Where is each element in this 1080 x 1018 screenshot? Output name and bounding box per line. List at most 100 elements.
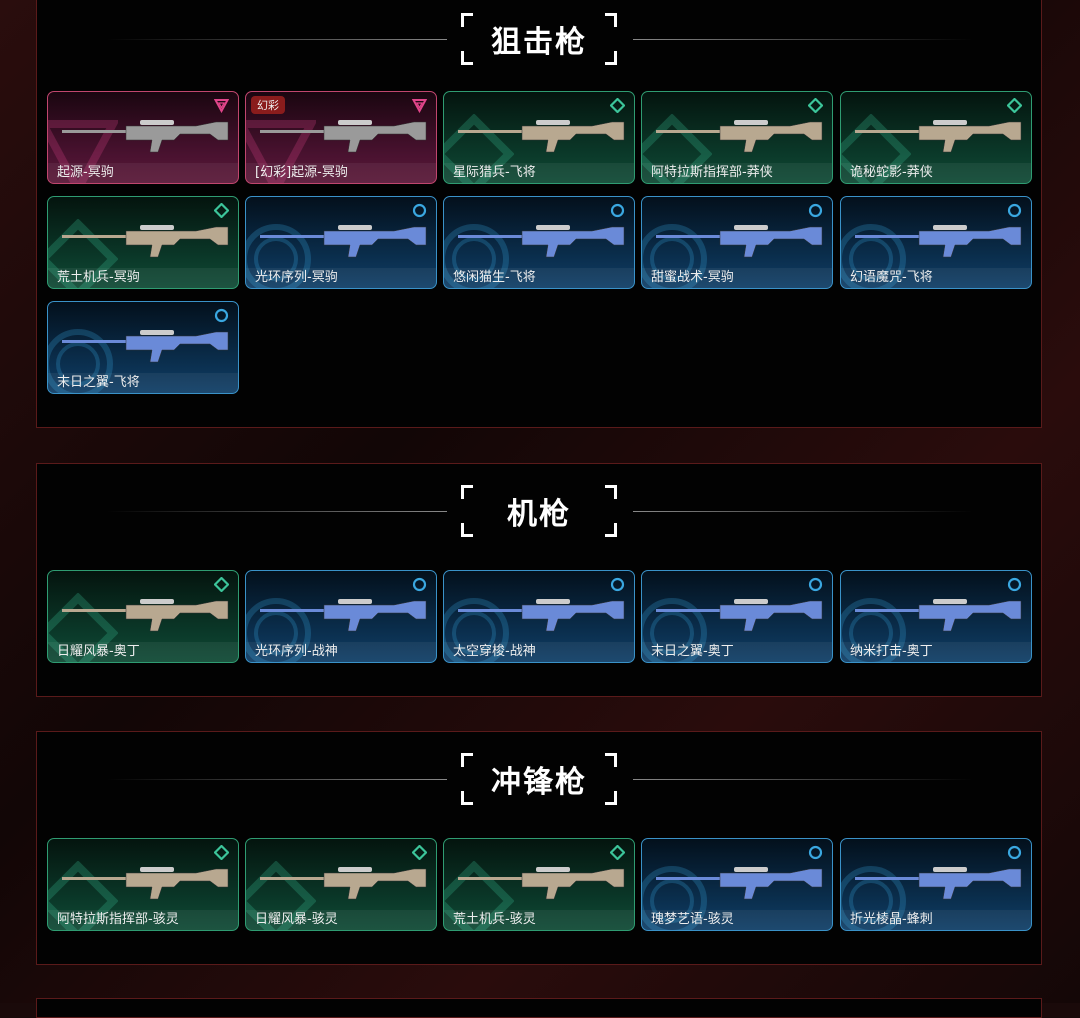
- skin-name: 起源-冥驹: [48, 163, 238, 183]
- weapon-image: [458, 867, 625, 900]
- weapon-image: [260, 120, 427, 153]
- rarity-watermark-icon: [444, 219, 514, 288]
- rarity-watermark-icon: [642, 861, 712, 930]
- rarity-watermark-icon: [444, 860, 515, 930]
- section-header: 狙击枪: [37, 9, 1041, 69]
- rarity-epic-icon: [609, 97, 626, 114]
- skin-card[interactable]: 折光棱晶-蜂刺: [840, 838, 1032, 931]
- rarity-rare-icon: [610, 203, 625, 218]
- rarity-rare-icon: [808, 203, 823, 218]
- section-title-text: 机枪: [507, 497, 571, 532]
- rarity-watermark-icon: [48, 218, 119, 288]
- skin-name: 星际猎兵-飞将: [444, 163, 634, 183]
- rarity-watermark-icon: [642, 219, 712, 288]
- section-header: 冲锋枪: [37, 749, 1041, 809]
- rarity-watermark-icon: [841, 219, 911, 288]
- rarity-watermark-icon: [48, 324, 118, 393]
- skin-card[interactable]: 星际猎兵-飞将: [443, 91, 635, 184]
- skin-name: 阿特拉斯指挥部-莽侠: [642, 163, 832, 183]
- skin-name: 末日之翼-奥丁: [642, 642, 832, 662]
- weapon-image: [855, 599, 1022, 632]
- weapon-image: [62, 867, 229, 900]
- divider: [633, 511, 973, 512]
- skin-name: 折光棱晶-蜂刺: [841, 910, 1031, 930]
- skin-card[interactable]: 末日之翼-飞将: [47, 301, 239, 394]
- skin-card[interactable]: 光环序列-冥驹: [245, 196, 437, 289]
- rarity-watermark-icon: [642, 593, 712, 662]
- skin-card[interactable]: 荒土机兵-冥驹: [47, 196, 239, 289]
- rarity-epic-icon: [609, 844, 626, 861]
- skin-name: 末日之翼-飞将: [48, 373, 238, 393]
- section-smg: 冲锋枪 阿特拉斯指挥部-骇灵 日耀风暴-骇灵: [36, 731, 1042, 965]
- weapon-image: [62, 225, 229, 258]
- rarity-watermark-icon: [48, 592, 119, 662]
- rarity-watermark-icon: [444, 593, 514, 662]
- rarity-rare-icon: [1007, 577, 1022, 592]
- rarity-epic-icon: [213, 844, 230, 861]
- skin-card[interactable]: 纳米打击-奥丁: [840, 570, 1032, 663]
- rarity-rare-icon: [412, 203, 427, 218]
- weapon-image: [656, 867, 823, 900]
- section-title-text: 冲锋枪: [491, 765, 587, 800]
- rarity-watermark-icon: [642, 113, 713, 183]
- rarity-epic-icon: [1006, 97, 1023, 114]
- skin-card[interactable]: 幻彩 [幻彩]起源-冥驹: [245, 91, 437, 184]
- rarity-rare-icon: [808, 577, 823, 592]
- section-next: [36, 998, 1042, 1018]
- skin-card[interactable]: 末日之翼-奥丁: [641, 570, 833, 663]
- section-title: 冲锋枪: [461, 749, 617, 809]
- skin-name: 甜蜜战术-冥驹: [642, 268, 832, 288]
- skin-card[interactable]: 甜蜜战术-冥驹: [641, 196, 833, 289]
- rarity-watermark-icon: [841, 861, 911, 930]
- skin-card[interactable]: 诡秘蛇影-莽侠: [840, 91, 1032, 184]
- prismatic-tag: 幻彩: [251, 96, 285, 114]
- section-title: 狙击枪: [461, 9, 617, 69]
- section-title: 机枪: [461, 481, 617, 541]
- weapon-image: [855, 120, 1022, 153]
- rarity-legend-icon: [213, 98, 230, 114]
- divider: [633, 779, 973, 780]
- skin-name: 纳米打击-奥丁: [841, 642, 1031, 662]
- section-sniper: 狙击枪 起源-冥驹 幻彩 [幻彩]起源-冥驹: [36, 0, 1042, 428]
- weapon-image: [260, 225, 427, 258]
- rarity-rare-icon: [214, 308, 229, 323]
- rarity-legend-icon: [411, 98, 428, 114]
- weapon-image: [62, 120, 229, 153]
- rarity-rare-icon: [1007, 203, 1022, 218]
- skin-card[interactable]: 太空穿梭-战神: [443, 570, 635, 663]
- skin-name: 荒土机兵-骇灵: [444, 910, 634, 930]
- skin-name: 荒土机兵-冥驹: [48, 268, 238, 288]
- skin-name: 太空穿梭-战神: [444, 642, 634, 662]
- weapon-image: [62, 330, 229, 363]
- weapon-image: [458, 599, 625, 632]
- weapon-image: [62, 599, 229, 632]
- skin-name: 日耀风暴-骇灵: [246, 910, 436, 930]
- skin-card[interactable]: 日耀风暴-奥丁: [47, 570, 239, 663]
- skin-name: 阿特拉斯指挥部-骇灵: [48, 910, 238, 930]
- skin-card[interactable]: 阿特拉斯指挥部-莽侠: [641, 91, 833, 184]
- weapon-image: [855, 225, 1022, 258]
- skin-card[interactable]: 日耀风暴-骇灵: [245, 838, 437, 931]
- weapon-image: [656, 599, 823, 632]
- skin-card[interactable]: 荒土机兵-骇灵: [443, 838, 635, 931]
- weapon-image: [656, 120, 823, 153]
- rarity-epic-icon: [213, 576, 230, 593]
- skin-name: 日耀风暴-奥丁: [48, 642, 238, 662]
- weapon-image: [260, 599, 427, 632]
- section-header: 机枪: [37, 481, 1041, 541]
- skin-card[interactable]: 光环序列-战神: [245, 570, 437, 663]
- skin-card[interactable]: 阿特拉斯指挥部-骇灵: [47, 838, 239, 931]
- weapon-image: [855, 867, 1022, 900]
- weapon-image: [458, 120, 625, 153]
- rarity-watermark-icon: [841, 113, 912, 183]
- skin-card[interactable]: 起源-冥驹: [47, 91, 239, 184]
- weapon-image: [260, 867, 427, 900]
- skin-card[interactable]: 幻语魔咒-飞将: [840, 196, 1032, 289]
- divider: [107, 511, 447, 512]
- divider: [107, 779, 447, 780]
- skin-card[interactable]: 瑰梦艺语-骇灵: [641, 838, 833, 931]
- skin-card[interactable]: 悠闲猫生-飞将: [443, 196, 635, 289]
- rarity-rare-icon: [1007, 845, 1022, 860]
- rarity-rare-icon: [412, 577, 427, 592]
- skin-name: 光环序列-冥驹: [246, 268, 436, 288]
